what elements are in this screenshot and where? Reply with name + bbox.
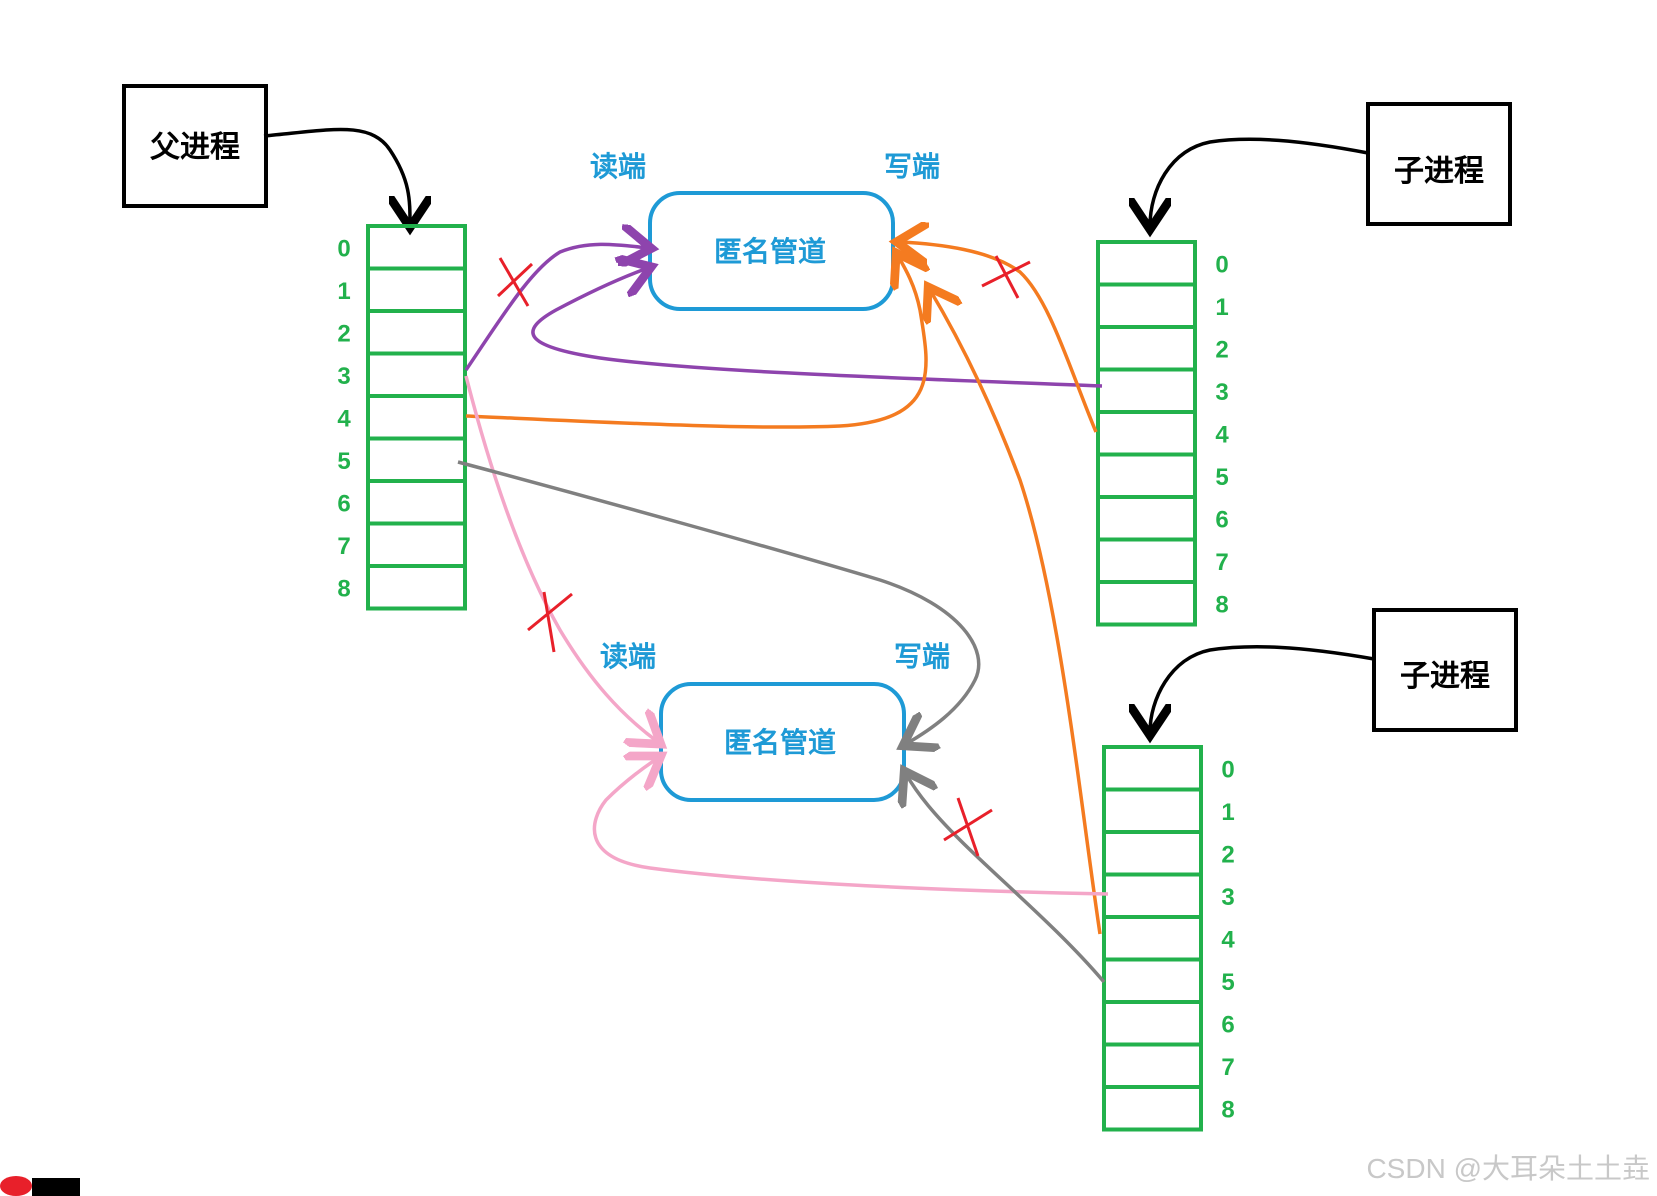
child2-fd-number-2: 2 (1221, 841, 1234, 868)
parent-process: 父进程 (122, 84, 268, 208)
child1-fd-slot-1 (1096, 282, 1197, 329)
cross-mark-orange (981, 255, 1031, 299)
parent-fd-number-2: 2 (337, 320, 350, 347)
child-process-2-label: 子进程 (1400, 660, 1490, 693)
child2-fd-number-8: 8 (1221, 1096, 1234, 1123)
child2-fd-slot-6 (1102, 1000, 1203, 1047)
watermark: CSDN @大耳朵土土垚 (1366, 1153, 1650, 1184)
gray-child2-to-bottom-write (906, 774, 1106, 984)
child1-fd-slot-6 (1096, 495, 1197, 542)
parent-fd-number-3: 3 (337, 363, 350, 390)
orange-parent-to-top-write (465, 256, 926, 429)
parent-fd-slot-3 (366, 351, 467, 398)
cross-mark-purple (496, 257, 534, 307)
cross-mark-pink (527, 591, 573, 653)
top-pipe-label: 匿名管道 (714, 235, 826, 267)
parent-fd-number-8: 8 (337, 575, 350, 602)
child2-fd-number-7: 7 (1221, 1054, 1234, 1081)
parent-fd-slot-7 (366, 521, 467, 568)
child1-fd-slot-3 (1096, 367, 1197, 414)
pink-parent-to-bottom-read (464, 375, 658, 742)
pink-child2-to-bottom-read (592, 758, 1109, 896)
parent-fd-slot-1 (366, 266, 467, 313)
child2-fd-number-1: 1 (1221, 799, 1234, 826)
child-process-1: 子进程 (1366, 102, 1512, 226)
child2-fd-slot-2 (1102, 830, 1203, 877)
parent-fd-slot-0 (366, 224, 467, 271)
purple-child1-to-top-read (531, 268, 1103, 388)
child2-fd-number-5: 5 (1221, 969, 1234, 996)
child1-fd-slot-0 (1096, 240, 1197, 287)
child2-fd-number-0: 0 (1221, 756, 1234, 783)
child2-fd-number-3: 3 (1221, 884, 1234, 911)
child1-fd-table: 0 1 2 3 4 5 6 7 8 (1096, 240, 1229, 627)
parent-fd-slot-2 (366, 309, 467, 356)
gray-parent-to-bottom-write (457, 460, 981, 744)
child2-fd-slot-3 (1102, 872, 1203, 919)
parent-process-label: 父进程 (150, 131, 240, 164)
child1-fd-number-6: 6 (1215, 506, 1228, 533)
child2-fd-number-6: 6 (1221, 1011, 1234, 1038)
top-pipe: 匿名管道 (648, 191, 895, 311)
parent-fd-slot-5 (366, 436, 467, 483)
parent-fd-number-7: 7 (337, 533, 350, 560)
child1-fd-slot-7 (1096, 537, 1197, 584)
orange-child2-to-top-write (930, 290, 1102, 935)
purple-parent-to-top-read (464, 244, 648, 371)
child1-fd-number-2: 2 (1215, 336, 1228, 363)
bottom-pipe-label: 匿名管道 (724, 726, 836, 758)
parent-fd-number-4: 4 (337, 405, 351, 432)
parent-fd-slot-8 (366, 564, 467, 611)
child2-fd-table: 0 1 2 3 4 5 6 7 8 (1102, 745, 1235, 1132)
child1-fd-number-7: 7 (1215, 549, 1228, 576)
top-pipe-write-end: 写端 (884, 151, 940, 182)
parent-fd-number-6: 6 (337, 490, 350, 517)
child1-fd-slot-8 (1096, 580, 1197, 627)
child2-fd-slot-1 (1102, 787, 1203, 834)
child1-fd-number-8: 8 (1215, 591, 1228, 618)
child1-fd-number-0: 0 (1215, 251, 1228, 278)
parent-fd-number-5: 5 (337, 448, 350, 475)
child1-fd-number-1: 1 (1215, 294, 1228, 321)
bottom-pipe: 匿名管道 (659, 682, 906, 802)
child1-fd-slot-5 (1096, 452, 1197, 499)
parent-fd-number-1: 1 (337, 278, 350, 305)
top-pipe-read-end: 读端 (590, 151, 646, 182)
bottom-pipe-write-end: 写端 (894, 641, 950, 672)
bottom-pipe-read-end: 读端 (600, 641, 656, 672)
parent-fd-table: 0 1 2 3 4 5 6 7 8 (337, 224, 467, 611)
cross-mark-gray (943, 797, 993, 857)
parent-to-fd-arrow (263, 127, 410, 224)
child1-fd-number-5: 5 (1215, 464, 1228, 491)
child1-fd-number-4: 4 (1215, 421, 1229, 448)
child2-fd-slot-7 (1102, 1042, 1203, 1089)
child2-fd-slot-4 (1102, 915, 1203, 962)
child2-fd-slot-5 (1102, 957, 1203, 1004)
child2-to-fd-arrow (1150, 645, 1375, 732)
orange-child1-to-top-write (900, 242, 1098, 433)
php-badge (0, 1176, 80, 1196)
parent-fd-number-0: 0 (337, 235, 350, 262)
child-process-1-label: 子进程 (1394, 155, 1484, 188)
child1-fd-slot-2 (1096, 325, 1197, 372)
child-process-2: 子进程 (1372, 608, 1518, 732)
parent-fd-slot-4 (366, 394, 467, 441)
child2-fd-slot-8 (1102, 1085, 1203, 1132)
child2-fd-number-4: 4 (1221, 926, 1235, 953)
parent-fd-slot-6 (366, 479, 467, 526)
child1-fd-number-3: 3 (1215, 379, 1228, 406)
child1-fd-slot-4 (1096, 410, 1197, 457)
child2-fd-slot-0 (1102, 745, 1203, 792)
child1-to-fd-arrow (1150, 137, 1369, 226)
